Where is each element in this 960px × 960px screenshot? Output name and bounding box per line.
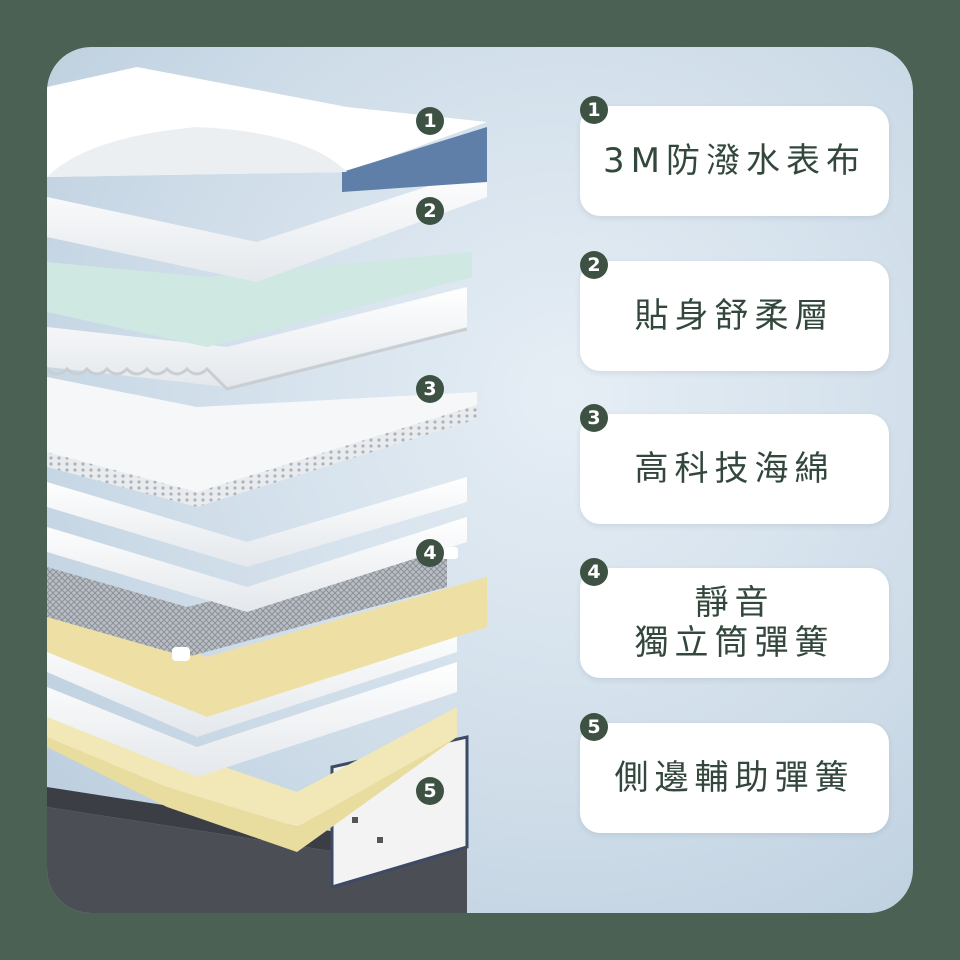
layer-card-2: 貼身舒柔層	[580, 261, 889, 371]
card-badge-4: 4	[580, 558, 608, 586]
yellow-foam-lower	[47, 697, 457, 852]
foam-layer	[47, 377, 477, 507]
layer-label-2: 貼身舒柔層	[634, 296, 835, 336]
layer-label-4-line-2: 獨立筒彈簧	[634, 623, 835, 663]
layer-card-1: 3M防潑水表布	[580, 106, 889, 216]
top-cover-layer	[47, 67, 487, 282]
layer-label-3: 高科技海綿	[634, 449, 835, 489]
mattress-layers-illustration	[47, 67, 487, 913]
white-layer-lower	[47, 622, 457, 777]
card-badge-1: 1	[580, 96, 608, 124]
mint-layer	[47, 252, 472, 347]
illustration-badge-4: 4	[416, 539, 444, 567]
layer-label-1: 3M防潑水表布	[603, 141, 866, 181]
white-layer-middle	[47, 477, 467, 612]
illustration-badge-2: 2	[416, 197, 444, 225]
layer-card-5: 側邊輔助彈簧	[580, 723, 889, 833]
background-panel: 1 2 3 4 5 3M防潑水表布 1 貼身舒柔層 2 高科技海綿 3 靜音 獨…	[47, 47, 913, 913]
illustration-badge-3: 3	[416, 375, 444, 403]
layer-card-3: 高科技海綿	[580, 414, 889, 524]
layer-card-4: 靜音 獨立筒彈簧	[580, 568, 889, 678]
illustration-badge-1: 1	[416, 107, 444, 135]
card-badge-2: 2	[580, 251, 608, 279]
illustration-badge-5: 5	[416, 777, 444, 805]
layer-label-5: 側邊輔助彈簧	[614, 758, 855, 798]
card-badge-3: 3	[580, 404, 608, 432]
card-badge-5: 5	[580, 713, 608, 741]
layer-label-4-line-1: 靜音	[694, 583, 775, 623]
wavy-comfort-layer	[47, 287, 468, 391]
